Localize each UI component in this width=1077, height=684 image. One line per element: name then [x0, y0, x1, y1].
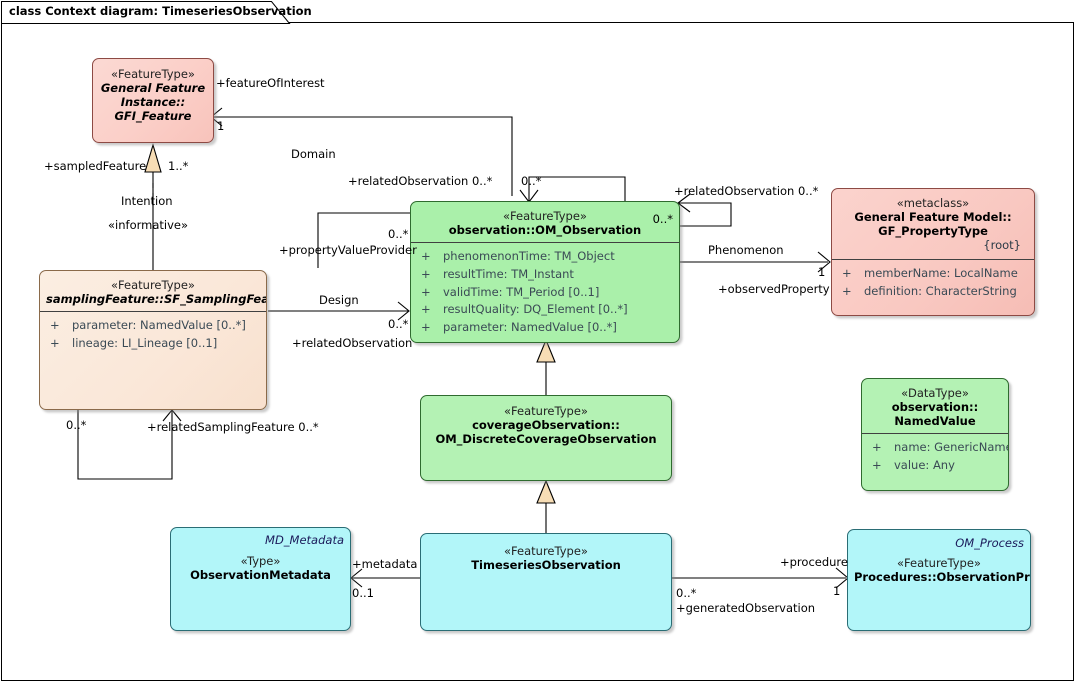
class-sf-sampling-feature-stereotype: «FeatureType» [111, 278, 195, 292]
visibility-marker: + [421, 284, 431, 299]
label-intention: Intention [121, 194, 173, 208]
class-gf-propertytype-name-2: GF_PropertyType [878, 224, 988, 239]
label-self-loop-multiplicity-top: 0..* [521, 174, 542, 188]
attribute-row: + phenomenonTime: TM_Object [415, 248, 675, 266]
attribute-text: definition: CharacterString [864, 283, 1017, 298]
class-om-discrete-coverage-observation[interactable]: «FeatureType» coverageObservation:: OM_D… [420, 395, 672, 481]
attribute-text: resultQuality: DQ_Element [0..*] [443, 302, 628, 317]
class-om-observation-corner-multiplicity: 0..* [652, 212, 673, 226]
attribute-row: + validTime: TM_Period [0..1] [415, 284, 675, 302]
attribute-row: + resultTime: TM_Instant [415, 266, 675, 284]
label-sampled-feature-multiplicity: 1..* [168, 159, 189, 173]
class-coverage-observation-stereotype: «FeatureType» [504, 404, 588, 418]
diagram-frame-tab [1, 1, 291, 24]
attribute-row: + resultQuality: DQ_Element [0..*] [415, 301, 675, 319]
class-gf-propertytype-stereotype: «metaclass» [896, 196, 970, 210]
attribute-row: + memberName: LocalName [836, 265, 1030, 283]
diagram-frame [1, 22, 1074, 681]
class-coverage-observation-name-1: coverageObservation:: [472, 418, 620, 433]
label-informative-stereotype: «informative» [108, 218, 189, 232]
class-observation-process-name: Procedures::ObservationProcess [854, 570, 1030, 585]
class-observation-process-stereotype: «FeatureType» [897, 556, 981, 570]
class-named-value-stereotype: «DataType» [901, 386, 969, 400]
label-observed-property-multiplicity: 1 [818, 265, 826, 279]
visibility-marker: + [421, 249, 431, 264]
class-om-observation[interactable]: «FeatureType» observation::OM_Observatio… [410, 201, 680, 343]
class-timeseries-observation[interactable]: «FeatureType» TimeseriesObservation [420, 533, 672, 631]
class-gfi-feature-name-3: GFI_Feature [114, 109, 192, 124]
attribute-text: name: GenericName [894, 440, 1009, 455]
label-metadata: +metadata [352, 557, 418, 571]
class-observation-metadata-corner: MD_Metadata [265, 533, 344, 547]
attribute-row: + name: GenericName [866, 439, 1008, 457]
label-procedure-multiplicity: 1 [833, 584, 841, 598]
class-sf-sampling-feature-name: samplingFeature::SF_SamplingFeature [46, 292, 266, 307]
class-gf-propertytype-root: {root} [983, 238, 1021, 253]
class-gfi-feature[interactable]: «FeatureType» General Feature Instance::… [92, 58, 214, 143]
class-timeseries-observation-name: TimeseriesObservation [471, 558, 621, 573]
label-generated-observation-multiplicity: 0..* [676, 586, 697, 600]
class-named-value[interactable]: «DataType» observation:: NamedValue + nam… [861, 378, 1009, 491]
label-property-value-provider: +propertyValueProvider [279, 243, 417, 257]
visibility-marker: + [421, 302, 431, 317]
attribute-text: phenomenonTime: TM_Object [443, 249, 615, 264]
visibility-marker: + [872, 440, 882, 455]
label-sampled-feature: +sampledFeature [44, 159, 147, 173]
label-related-sampling-feature-multiplicity: 0..* [66, 418, 87, 432]
class-observation-metadata-stereotype: «Type» [240, 554, 281, 568]
attribute-row: + definition: CharacterString [836, 283, 1030, 301]
label-feature-of-interest: +featureOfInterest [216, 76, 325, 90]
attribute-text: value: Any [894, 457, 955, 472]
label-metadata-multiplicity: 0..1 [352, 586, 374, 600]
label-domain: Domain [291, 147, 336, 161]
attribute-text: validTime: TM_Period [0..1] [443, 284, 600, 299]
attribute-row: + lineage: LI_Lineage [0..1] [44, 335, 262, 353]
label-generated-observation: +generatedObservation [676, 601, 816, 615]
class-gfi-feature-name-1: General Feature [100, 81, 206, 96]
class-observation-process-corner: OM_Process [955, 536, 1024, 550]
attribute-row: + value: Any [866, 457, 1004, 475]
class-observation-metadata[interactable]: MD_Metadata «Type» ObservationMetadata [170, 527, 351, 631]
label-procedure: +procedure [780, 555, 848, 569]
label-related-observation-design: +relatedObservation [292, 336, 413, 350]
attribute-text: parameter: NamedValue [0..*] [443, 320, 617, 335]
visibility-marker: + [842, 283, 852, 298]
class-om-observation-name: observation::OM_Observation [448, 223, 642, 238]
class-named-value-name-1: observation:: [891, 400, 979, 415]
class-gf-propertytype[interactable]: «metaclass» General Feature Model:: GF_P… [831, 188, 1035, 316]
visibility-marker: + [50, 318, 60, 333]
attribute-row: + parameter: NamedValue [0..*] [415, 319, 675, 337]
attribute-text: resultTime: TM_Instant [443, 266, 574, 281]
class-gfi-feature-stereotype: «FeatureType» [111, 67, 195, 81]
class-observation-process[interactable]: OM_Process «FeatureType» Procedures::Obs… [847, 529, 1031, 631]
attribute-text: parameter: NamedValue [0..*] [72, 318, 246, 333]
label-feature-of-interest-multiplicity: 1 [217, 119, 225, 133]
label-related-observation-design-multiplicity: 0..* [388, 317, 409, 331]
label-design: Design [319, 293, 359, 307]
class-gfi-feature-name-2: Instance:: [120, 95, 186, 110]
class-sf-sampling-feature[interactable]: «FeatureType» samplingFeature::SF_Sampli… [39, 270, 267, 410]
attribute-row: + parameter: NamedValue [0..*] [44, 317, 262, 335]
class-coverage-observation-name-2: OM_DiscreteCoverageObservation [435, 432, 657, 447]
visibility-marker: + [421, 320, 431, 335]
class-timeseries-observation-stereotype: «FeatureType» [504, 544, 588, 558]
attribute-text: memberName: LocalName [864, 266, 1018, 281]
label-property-value-provider-multiplicity: 0..* [388, 227, 409, 241]
attribute-text: lineage: LI_Lineage [0..1] [72, 335, 218, 350]
diagram-title: class Context diagram: TimeseriesObserva… [9, 4, 312, 18]
label-phenomenon: Phenomenon [708, 243, 784, 257]
label-related-observation-left: +relatedObservation 0..* [348, 174, 493, 188]
label-related-sampling-feature: +relatedSamplingFeature 0..* [147, 420, 319, 434]
class-observation-metadata-name: ObservationMetadata [190, 568, 331, 583]
label-observed-property: +observedProperty [718, 282, 830, 296]
visibility-marker: + [872, 457, 882, 472]
label-related-observation-right: +relatedObservation 0..* [674, 184, 819, 198]
class-om-observation-stereotype: «FeatureType» [503, 209, 587, 223]
class-named-value-name-2: NamedValue [894, 414, 976, 429]
visibility-marker: + [842, 266, 852, 281]
visibility-marker: + [421, 266, 431, 281]
class-gf-propertytype-name-1: General Feature Model:: [854, 210, 1012, 225]
visibility-marker: + [50, 335, 60, 350]
